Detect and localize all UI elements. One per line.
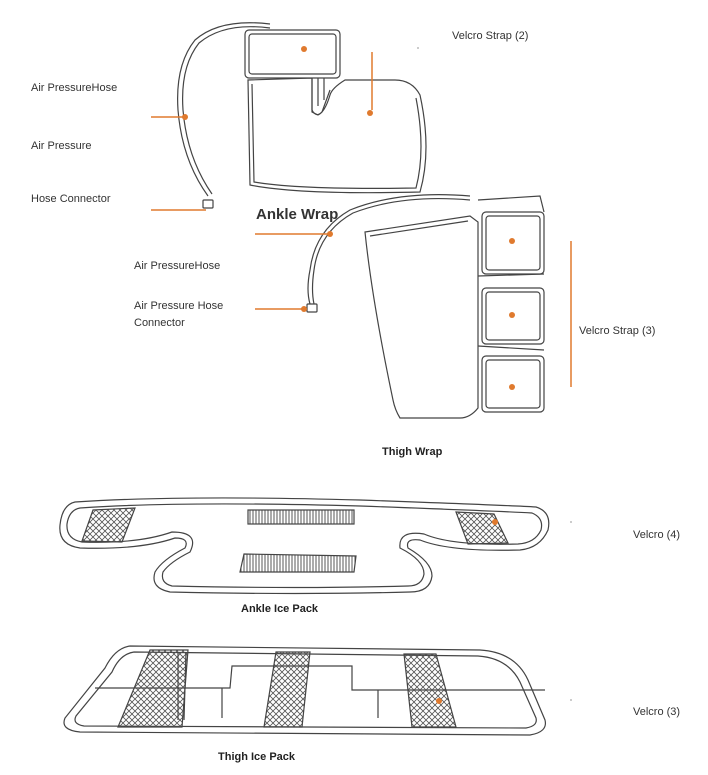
ankle-wrap-drawing bbox=[244, 29, 427, 194]
caption-ankle-ice-pack: Ankle Ice Pack bbox=[241, 603, 319, 615]
label-velcro-4: Velcro (4) bbox=[633, 529, 681, 541]
ankle-ice-pack-drawing bbox=[59, 497, 550, 595]
thigh-wrap-hose bbox=[306, 194, 471, 313]
marker-dot bbox=[301, 306, 307, 312]
marker-dot bbox=[182, 114, 188, 120]
label-velcro-strap-3: Velcro Strap (3) bbox=[579, 325, 656, 337]
caption-thigh-wrap: Thigh Wrap bbox=[382, 446, 443, 458]
label-air-pressure-hose-connector-2-line1: Air Pressure Hose bbox=[134, 300, 224, 312]
caption-thigh-ice-pack: Thigh Ice Pack bbox=[218, 751, 296, 763]
marker-dot bbox=[509, 238, 515, 244]
label-air-pressure-hose-connector-2-line2: Connector bbox=[134, 317, 185, 329]
marker-dot bbox=[436, 698, 442, 704]
label-ankle-wrap: Ankle Wrap bbox=[256, 206, 339, 223]
label-air-pressure-hose-1: Air PressureHose bbox=[31, 82, 118, 94]
marker-dot bbox=[492, 519, 498, 525]
marker-dot bbox=[301, 46, 307, 52]
label-velcro-strap-2: Velcro Strap (2) bbox=[452, 30, 529, 42]
marker-dot bbox=[327, 231, 333, 237]
tick-marks bbox=[417, 47, 572, 701]
thigh-wrap-drawing bbox=[364, 195, 545, 419]
ankle-wrap-hose bbox=[177, 22, 271, 209]
marker-dot bbox=[509, 312, 515, 318]
leader-lines bbox=[151, 52, 572, 387]
thigh-ice-pack-drawing bbox=[63, 645, 547, 736]
label-air-pressure-1: Air Pressure bbox=[31, 140, 92, 152]
label-velcro-3: Velcro (3) bbox=[633, 706, 681, 718]
marker-dot bbox=[509, 384, 515, 390]
label-hose-connector-1: Hose Connector bbox=[31, 193, 111, 205]
marker-dots bbox=[182, 46, 515, 704]
marker-dot bbox=[367, 110, 373, 116]
label-air-pressure-hose-2: Air PressureHose bbox=[134, 260, 221, 272]
